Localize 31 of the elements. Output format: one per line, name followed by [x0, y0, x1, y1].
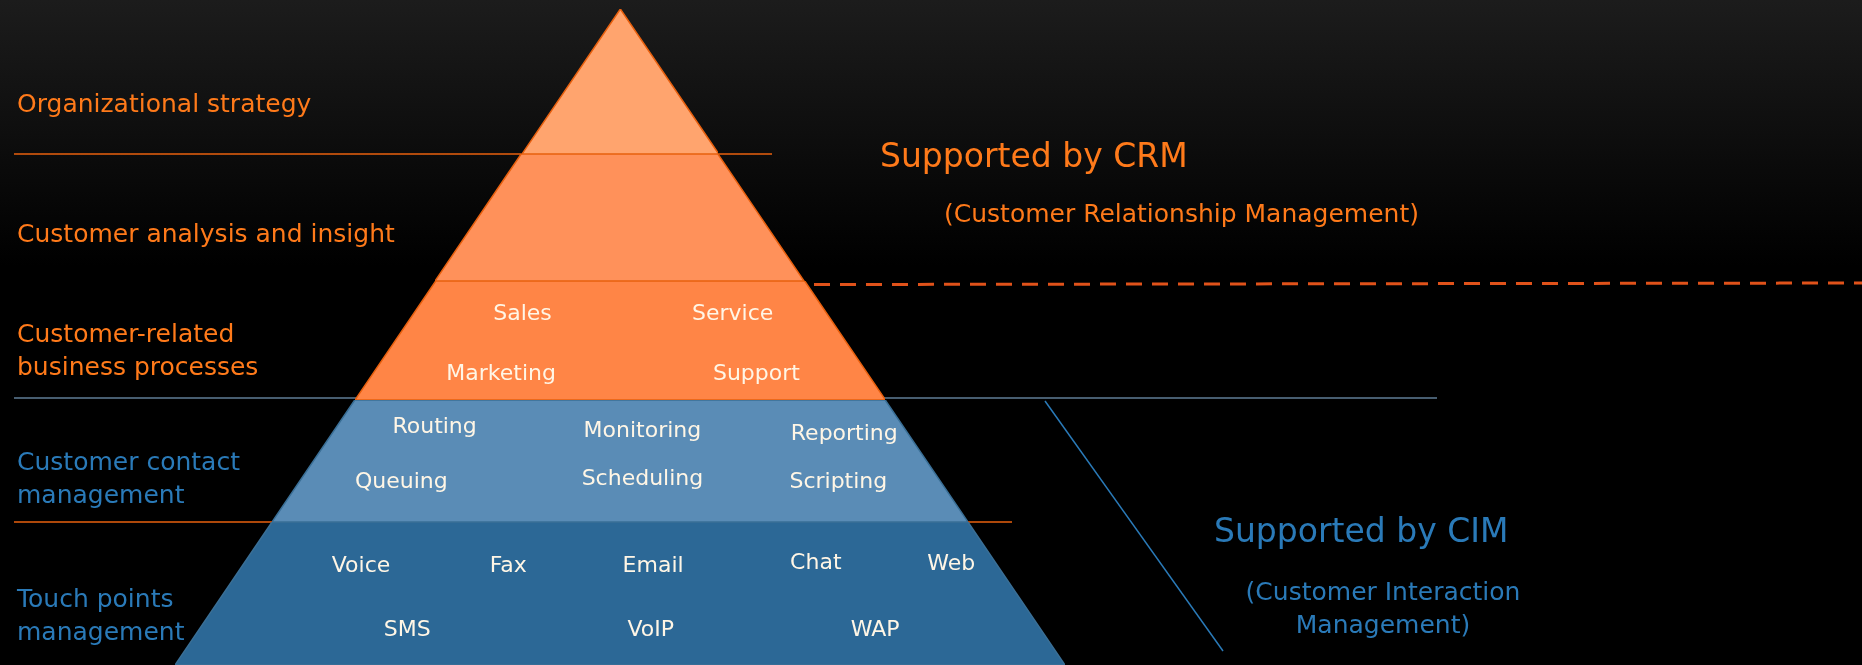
pyramid-layer-band — [354, 281, 886, 400]
layer-item-text: Service — [692, 299, 774, 325]
pyramid-layer-band — [272, 400, 968, 522]
support-heading: Supported by CRM — [880, 134, 1188, 177]
layer-item-text: Web — [927, 549, 976, 575]
level-name: Touch points management — [17, 582, 186, 647]
level-name: Organizational strategy — [17, 87, 312, 120]
layer-item-text: Fax — [489, 551, 527, 577]
level-name: Customer-related business processes — [17, 317, 260, 382]
layer-item-text: Marketing — [446, 359, 556, 385]
pyramid-layer-band — [435, 154, 805, 281]
layer-item-text: Sales — [493, 299, 552, 325]
layer-item-text: SMS — [383, 615, 431, 641]
layer-item-text: Support — [712, 359, 800, 385]
layer-item-text: Chat — [790, 548, 842, 573]
layer-item-text: VoIP — [627, 615, 675, 641]
layer-item-text: Routing — [392, 412, 477, 438]
layer-item-text: Scheduling — [581, 464, 704, 490]
layer-item-text: Reporting — [790, 419, 898, 445]
pyramid-top-triangle — [521, 9, 719, 154]
support-note: (Customer Interaction Management) — [1244, 575, 1522, 640]
support-heading: Supported by CIM — [1214, 509, 1509, 552]
layer-item-text: Scripting — [789, 467, 888, 493]
layer-item-text: WAP — [850, 615, 900, 641]
layer-item-text: Queuing — [355, 467, 448, 493]
layer-item-text: Monitoring — [583, 416, 702, 442]
layer-item-text: Voice — [331, 551, 391, 577]
layer-item-text: Email — [622, 551, 684, 577]
support-note: (Customer Relationship Management) — [944, 197, 1419, 230]
level-name: Customer analysis and insight — [17, 217, 395, 250]
level-name: Customer contact management — [17, 445, 241, 510]
